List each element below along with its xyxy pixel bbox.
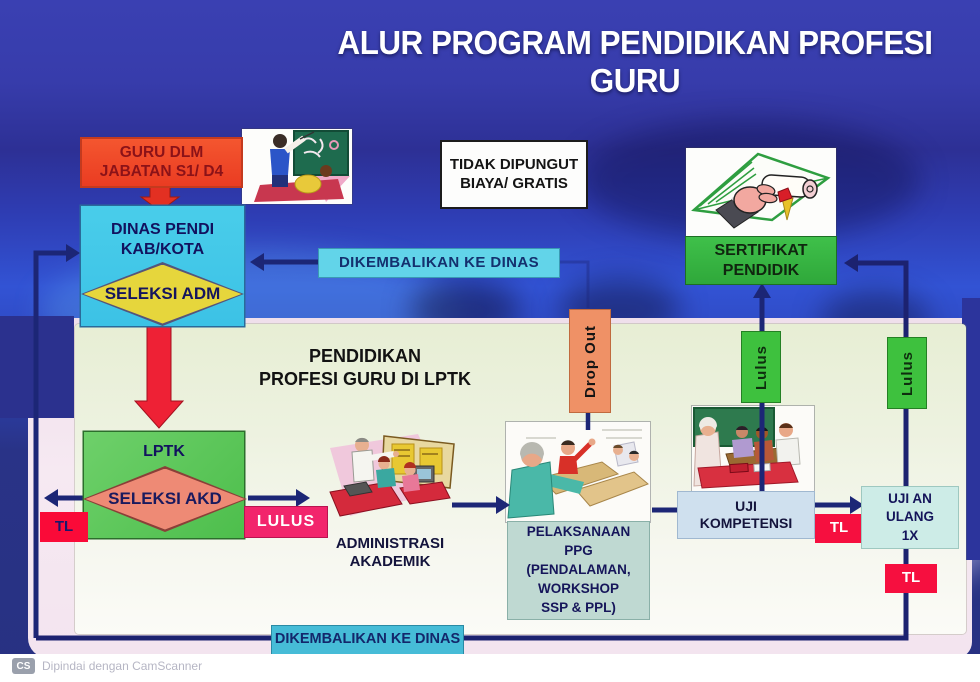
tidak-dipungut-box: TIDAK DIPUNGUT BIAYA/ GRATIS — [442, 142, 586, 207]
guru-dlm-jabatan-box: GURU DLM JABATAN S1/ D4 — [82, 139, 241, 186]
camscanner-badge-icon: CS — [12, 658, 35, 674]
lulus-label: LULUS — [256, 513, 316, 531]
guru-line-2: JABATAN S1/ D4 — [99, 162, 224, 180]
lulus-tag-2-label: Lulus — [898, 350, 916, 396]
ujian-ulang-box: UJI AN ULANG 1X — [862, 487, 958, 548]
return-line-bottom — [36, 254, 909, 641]
administrasi-line-1: ADMINISTRASI — [335, 534, 445, 552]
uji-kompetensi-label: UJI KOMPETENSI — [678, 492, 814, 538]
dikembalikan-bottom-label: DIKEMBALIKAN KE DINAS — [274, 631, 461, 648]
dropout-return-connector — [558, 260, 590, 308]
ppg-clipart-drawing — [506, 422, 650, 522]
tidak-line-1: TIDAK DIPUNGUT — [449, 156, 579, 174]
administrasi-image — [322, 430, 458, 530]
certificate-clipart-drawing — [686, 148, 836, 237]
uji-line-1: UJI — [735, 497, 757, 514]
teacher-clipart-drawing — [242, 129, 352, 204]
scanner-margin — [0, 654, 980, 682]
arrow-dikembalikan-to-dinas — [250, 253, 320, 271]
tidak-line-2: BIAYA/ GRATIS — [460, 174, 568, 192]
lulus-tag-2: Lulus — [888, 338, 926, 408]
dinas-line-1: DINAS PENDI — [110, 221, 215, 238]
tl-bottom-box: TL — [885, 564, 937, 593]
dikembalikan-bottom-box: DIKEMBALIKAN KE DINAS — [272, 626, 463, 654]
ppg-line-4: WORKSHOP — [538, 580, 619, 596]
sertifikat-pendidik-box: SERTIFIKAT PENDIDIK — [686, 237, 836, 284]
seleksi-adm-diamond: SELEKSI ADM — [81, 262, 244, 326]
drop-out-tag: Drop Out — [570, 310, 610, 412]
return-line-left — [33, 244, 80, 638]
camscanner-text: Dipindai dengan CamScanner — [42, 659, 203, 673]
uji-line-2: KOMPETENSI — [699, 515, 793, 531]
lulus-tag-1: Lulus — [742, 332, 780, 402]
uji-clipart-drawing — [692, 406, 814, 492]
dikembalikan-top-label: DIKEMBALIKAN KE DINAS — [338, 253, 540, 271]
panel-title-line-1: PENDIDIKAN — [308, 345, 421, 366]
seleksi-adm-label: SELEKSI ADM — [104, 284, 221, 303]
administrasi-clipart-drawing — [329, 434, 455, 517]
ujian-ulang-line-3: 1X — [901, 527, 919, 543]
arrow-guru-to-dinas-red — [139, 185, 181, 212]
sertifikat-line-1: SERTIFIKAT — [714, 241, 808, 259]
ppg-line-2: PPG — [564, 543, 593, 559]
ujian-ulang-line-1: UJI AN — [888, 491, 932, 507]
arrow-akd-to-lulus — [248, 489, 310, 507]
arrow-admin-to-ppg — [452, 496, 510, 514]
drop-out-label: Drop Out — [581, 324, 599, 398]
tl-left-box: TL — [40, 512, 88, 542]
arrow-akd-to-tl — [44, 489, 86, 507]
lulus-box: LULUS — [245, 507, 327, 537]
ppg-line-1: PELAKSANAAN — [526, 524, 631, 540]
camscanner-watermark: CS Dipindai dengan CamScanner — [12, 658, 202, 674]
tl-mid-label: TL — [829, 519, 849, 537]
panel-title-line-2: PROFESI GURU DI LPTK — [258, 369, 471, 389]
page-title: ALUR PROGRAM PENDIDIKAN PROFESI GURU — [337, 24, 933, 99]
panel-title: PENDIDIKAN PROFESI GURU DI LPTK — [237, 343, 493, 393]
tl-left-label: TL — [54, 517, 74, 535]
pelaksanaan-ppg-box: PELAKSANAAN PPG (PENDALAMAN, WORKSHOP SS… — [508, 522, 649, 619]
seleksi-akd-label: SELEKSI AKD — [108, 489, 222, 508]
lulus-tag-1-label: Lulus — [752, 344, 770, 390]
seleksi-akd-diamond: SELEKSI AKD — [83, 466, 247, 532]
arrow-adm-to-lptk-red — [133, 319, 185, 429]
sertifikat-line-2: PENDIDIK — [722, 261, 800, 279]
administrasi-label: ADMINISTRASI AKADEMIK — [312, 532, 468, 574]
backdrop-overlap-right — [962, 298, 980, 560]
arrow-uji-to-ujian-ulang — [812, 496, 864, 514]
dikembalikan-top-box: DIKEMBALIKAN KE DINAS — [319, 249, 559, 277]
ppg-line-5: SSP & PPL) — [541, 599, 616, 615]
ujian-ulang-line-2: ULANG — [886, 509, 934, 525]
tl-mid-box: TL — [815, 514, 863, 543]
uji-kompetensi-image — [692, 406, 814, 492]
lptk-label: LPTK — [143, 443, 185, 460]
certificate-hand-image — [686, 148, 836, 237]
dinas-line-2: KAB/KOTA — [120, 240, 205, 258]
teacher-at-chalkboard-image — [242, 129, 352, 204]
ppg-class-image — [506, 422, 650, 522]
administrasi-line-2: AKADEMIK — [349, 553, 431, 570]
ppg-line-3: (PENDALAMAN, — [526, 562, 631, 578]
guru-line-1: GURU DLM — [119, 143, 204, 161]
tl-bottom-label: TL — [901, 569, 921, 587]
